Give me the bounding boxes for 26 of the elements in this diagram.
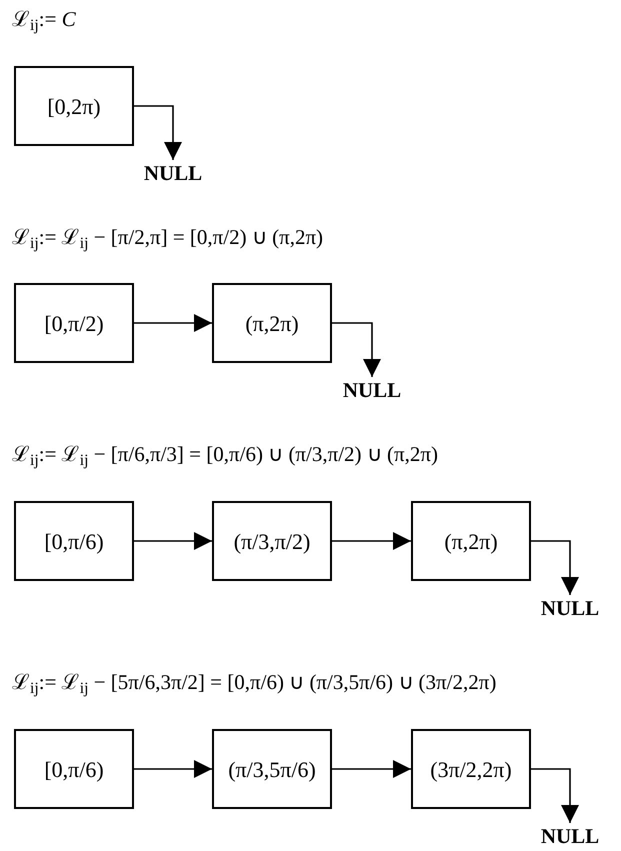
null-terminal: NULL <box>336 377 408 403</box>
null-terminal: NULL <box>534 595 606 621</box>
formula: ℒ$_{ij}$:= ℒ$_{ij}$ − [π/2,π] = [0,π/2) ∪ (π,2π) <box>12 224 324 250</box>
list-node-box: [0,π/2) <box>14 283 134 363</box>
list-node-box: (π,2π) <box>212 283 332 363</box>
list-node-box: [0,2π) <box>14 66 134 146</box>
arrow <box>134 314 212 332</box>
list-node-box: (π/3,π/2) <box>212 501 332 581</box>
formula: ℒ$_{ij}$:= ℒ$_{ij}$ − [5π/6,3π/2] = [0,π/6) ∪ (π/3,5π/6) ∪ (3π/2,2π) <box>12 669 496 695</box>
arrow <box>531 768 579 823</box>
arrow <box>134 532 212 550</box>
list-node-box: (π/3,5π/6) <box>212 729 332 809</box>
null-terminal: NULL <box>137 160 209 186</box>
list-node-box: (3π/2,2π) <box>411 729 531 809</box>
arrow <box>332 532 411 550</box>
list-node-box: [0,π/6) <box>14 729 134 809</box>
list-node-box: (π,2π) <box>411 501 531 581</box>
formula: ℒ$_{ij}$:= C <box>12 6 76 32</box>
arrow <box>332 760 411 778</box>
arrow <box>332 322 381 377</box>
null-terminal: NULL <box>534 823 606 849</box>
arrow <box>134 760 212 778</box>
arrow <box>531 540 579 595</box>
list-node-box: [0,π/6) <box>14 501 134 581</box>
arrow <box>134 105 182 160</box>
formula: ℒ$_{ij}$:= ℒ$_{ij}$ − [π/6,π/3] = [0,π/6) ∪ (π/3,π/2) ∪ (π,2π) <box>12 441 438 467</box>
